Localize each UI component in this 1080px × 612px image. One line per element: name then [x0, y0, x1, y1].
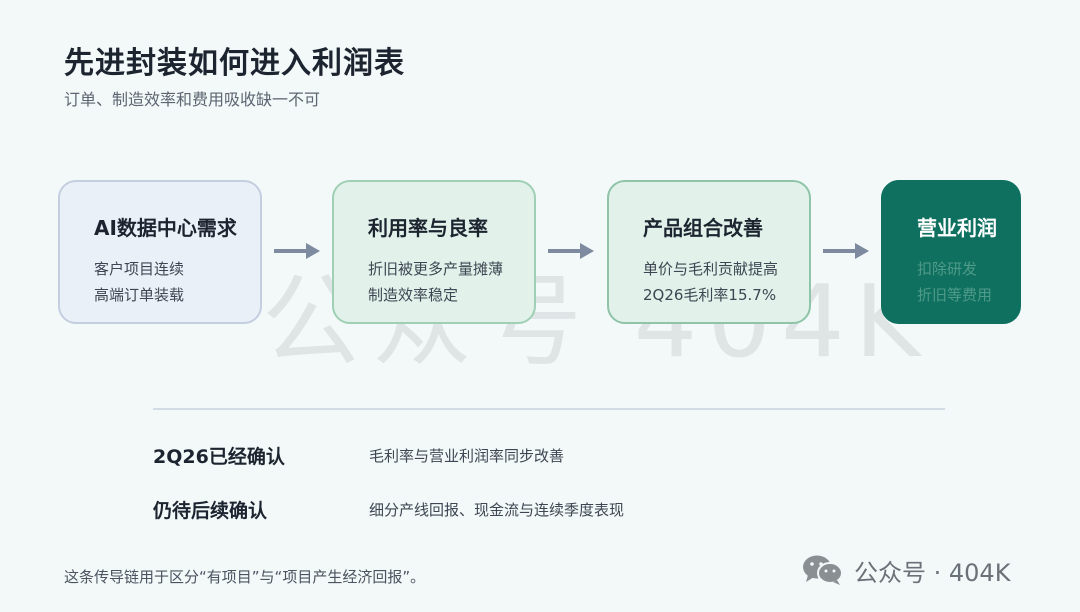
chain-step-utilization: 利用率与良率 折旧被更多产量摊薄 制造效率稳定 [332, 180, 536, 324]
step-title: 营业利润 [917, 216, 997, 240]
step-title: 利用率与良率 [368, 216, 488, 240]
step-title: 产品组合改善 [643, 216, 763, 240]
chain-step-product-mix: 产品组合改善 单价与毛利贡献提高 2Q26毛利率15.7% [607, 180, 811, 324]
status-value-pending: 细分产线回报、现金流与连续季度表现 [369, 501, 625, 519]
wechat-icon [803, 555, 843, 585]
page-title: 先进封装如何进入利润表 [64, 46, 405, 81]
divider [153, 408, 945, 410]
step-title: AI数据中心需求 [94, 216, 237, 240]
footnote: 这条传导链用于区分“有项目”与“项目产生经济回报”。 [64, 568, 426, 586]
step-detail: 扣除研发 [917, 260, 978, 278]
step-detail: 单价与毛利贡献提高 [643, 260, 779, 278]
status-label-pending: 仍待后续确认 [153, 500, 268, 522]
arrow-right-icon [274, 243, 320, 259]
arrow-right-icon [548, 243, 594, 259]
chain-step-demand: AI数据中心需求 客户项目连续 高端订单装载 [58, 180, 262, 324]
step-detail: 客户项目连续 [94, 260, 185, 278]
status-label-confirmed: 2Q26已经确认 [153, 446, 285, 468]
page-subtitle: 订单、制造效率和费用吸收缺一不可 [64, 90, 321, 109]
status-value-confirmed: 毛利率与营业利润率同步改善 [369, 447, 565, 465]
step-detail: 制造效率稳定 [368, 286, 459, 304]
step-detail: 折旧等费用 [917, 286, 993, 304]
step-detail: 2Q26毛利率15.7% [643, 286, 777, 304]
step-detail: 折旧被更多产量摊薄 [368, 260, 504, 278]
step-detail: 高端订单装载 [94, 286, 185, 304]
brand-text: 公众号 · 404K [854, 558, 1011, 587]
arrow-right-icon [823, 243, 869, 259]
chain-step-operating-profit: 营业利润 扣除研发 折旧等费用 [881, 180, 1021, 324]
brand-mark: 公众号 · 404K [802, 554, 1011, 587]
